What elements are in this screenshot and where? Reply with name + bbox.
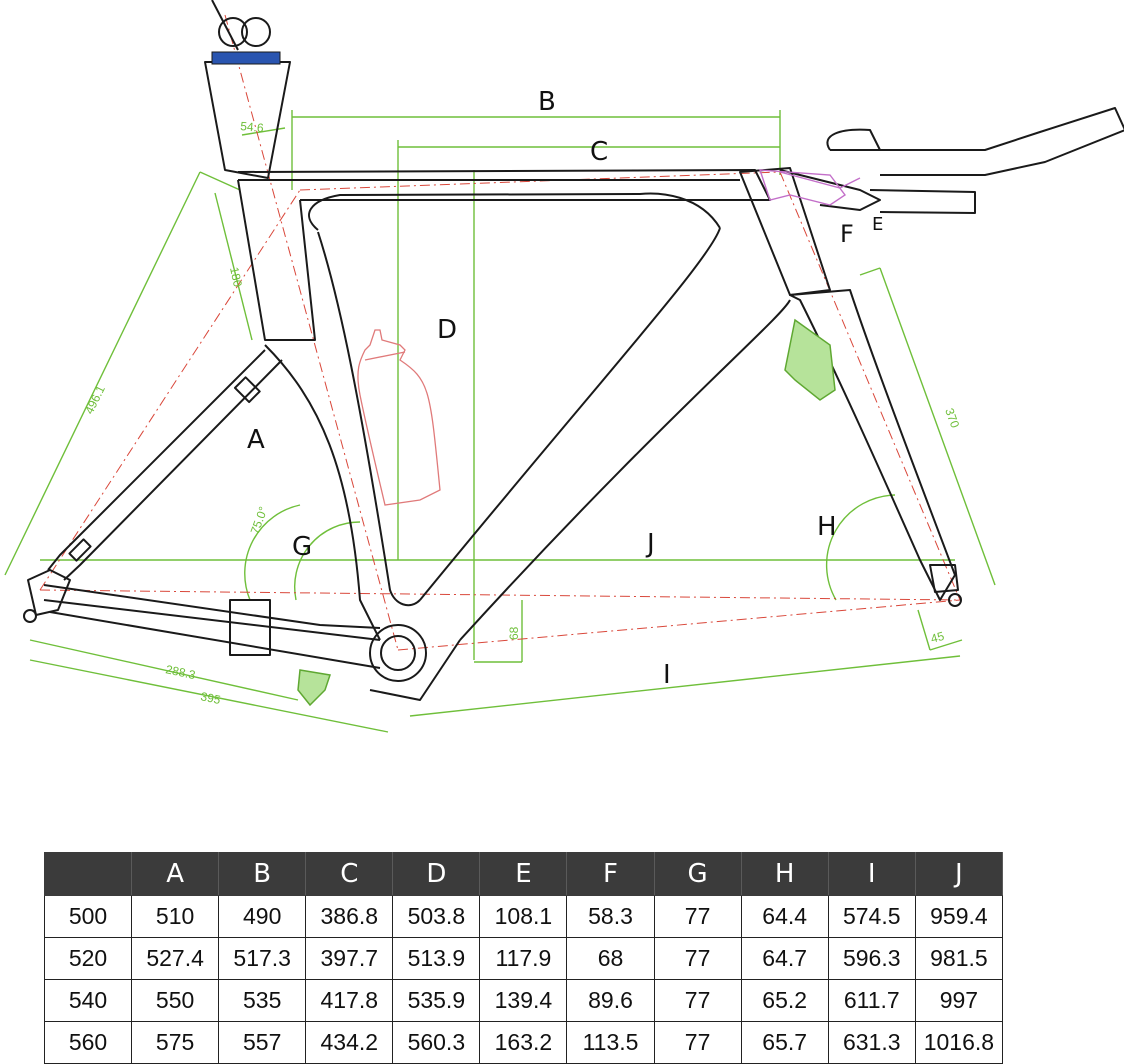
table-cell: 557 [218,1021,307,1064]
table-cell: 108.1 [479,895,568,938]
dim-chainstay: 288.3 [164,662,197,682]
table-cell: 611.7 [827,979,916,1022]
label-j: J [645,529,655,559]
table-cell: 77 [653,895,742,938]
table-cell: 77 [653,979,742,1022]
table-cell-size: 520 [43,937,133,980]
dim-stem: 54.6 [240,119,265,135]
dim-rear: 395 [199,689,222,707]
header-h: H [740,852,829,896]
table-cell: 65.2 [740,979,829,1022]
table-cell: 631.3 [827,1021,916,1064]
table-cell: 596.3 [827,937,916,980]
header-a: A [131,852,220,896]
label-c: C [590,137,608,167]
table-cell: 535.9 [392,979,481,1022]
table-cell: 89.6 [566,979,655,1022]
label-g: G [292,532,312,562]
water-bottle-icon [357,329,441,506]
table-header-row: A B C D E F G H I J [43,852,1004,896]
table-cell: 113.5 [566,1021,655,1064]
label-f: F [840,220,854,248]
table-cell: 550 [131,979,220,1022]
dimension-letter-labels: B C D A G J H I F E [247,87,883,690]
table-cell-size: 540 [43,979,133,1022]
table-cell: 417.8 [305,979,394,1022]
dim-angle: 75.0° [248,505,271,536]
table-cell: 68 [566,937,655,980]
table-cell: 397.7 [305,937,394,980]
table-cell: 574.5 [827,895,916,938]
table-cell: 560.3 [392,1021,481,1064]
table-cell: 163.2 [479,1021,568,1064]
centerlines [39,14,961,651]
header-g: G [653,852,742,896]
header-c: C [305,852,394,896]
dim-drop: 68 [507,626,521,640]
header-d: D [392,852,481,896]
label-h: H [817,512,837,542]
header-b: B [218,852,307,896]
table-cell: 434.2 [305,1021,394,1064]
label-i: I [663,660,671,690]
table-cell: 64.4 [740,895,829,938]
table-cell: 513.9 [392,937,481,980]
table-cell: 959.4 [914,895,1004,938]
cockpit-accessory [759,169,861,206]
table-cell: 77 [653,1021,742,1064]
table-cell-size: 500 [43,895,133,938]
saddle-clamp-highlight [211,51,281,65]
table-cell: 117.9 [479,937,568,980]
table-cell: 490 [218,895,307,938]
header-f: F [566,852,655,896]
saddle-rails [211,0,271,51]
frame-outline [23,61,1124,701]
brake-caliper-icon [297,318,836,707]
table-cell: 575 [131,1021,220,1064]
header-e: E [479,852,568,896]
table-cell: 535 [218,979,307,1022]
table-cell: 64.7 [740,937,829,980]
table-cell: 981.5 [914,937,1004,980]
table-cell: 58.3 [566,895,655,938]
bike-frame-geometry-drawing: B C D A G J H I F E 54.6 180 496.1 370 7… [4,0,1124,733]
header-i: I [827,852,916,896]
header-j: J [914,852,1004,896]
dim-headtube: 180 [227,266,245,289]
table-cell: 517.3 [218,937,307,980]
dim-fork: 370 [942,406,962,430]
table-cell: 503.8 [392,895,481,938]
table-cell: 527.4 [131,937,220,980]
header-size [43,852,133,896]
label-d: D [437,315,457,345]
dim-rake: 45 [929,629,946,646]
dim-seat: 496.1 [82,383,108,416]
table-cell: 386.8 [305,895,394,938]
label-b: B [538,87,556,117]
table-cell-size: 560 [43,1021,133,1064]
table-cell: 77 [653,937,742,980]
dimension-lines [4,110,996,733]
table-cell: 1016.8 [914,1021,1004,1064]
table-cell: 65.7 [740,1021,829,1064]
table-cell: 510 [131,895,220,938]
table-cell: 997 [914,979,1004,1022]
label-a: A [247,425,265,455]
label-e: E [872,214,883,235]
table-cell: 139.4 [479,979,568,1022]
